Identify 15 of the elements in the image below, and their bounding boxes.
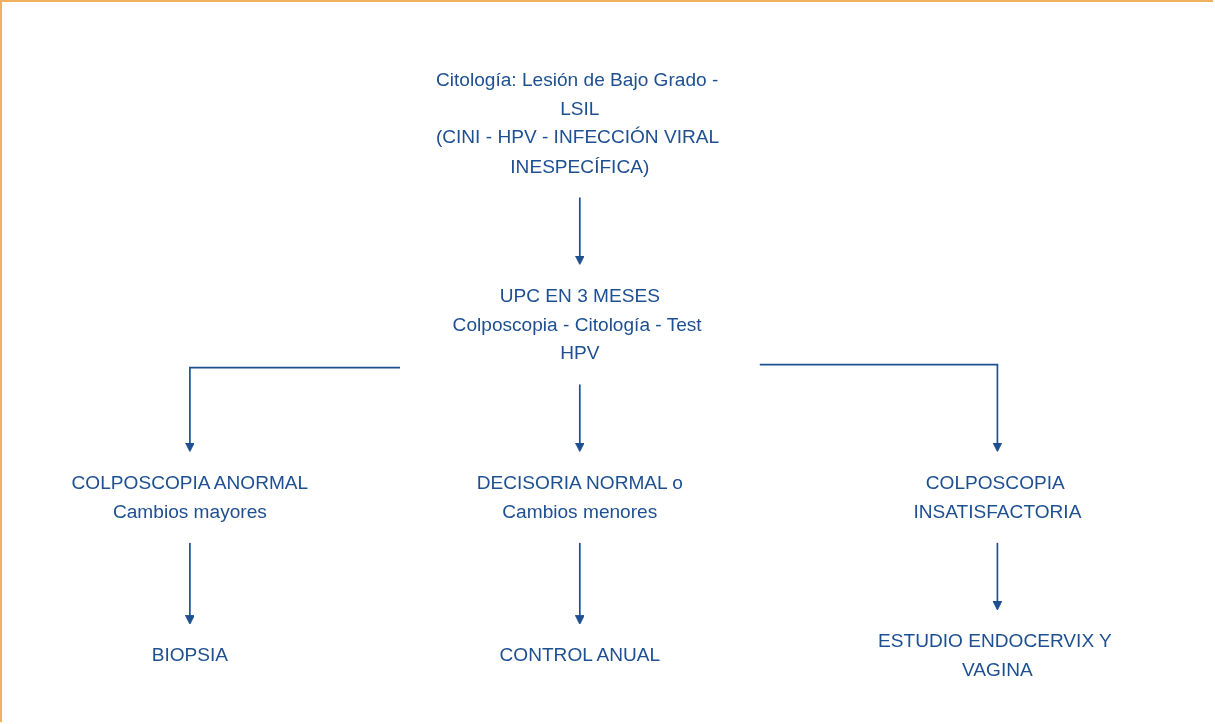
arrow	[574, 383, 585, 453]
arrow	[184, 366, 401, 453]
arrow	[992, 541, 1003, 611]
node-text: COLPOSCOPIA ANORMAL Cambios mayores	[71, 471, 309, 522]
node-text: ESTUDIO ENDOCERVIX Y VAGINA	[878, 630, 1112, 681]
arrow	[758, 363, 1003, 453]
arrow	[184, 541, 195, 625]
node-text: CONTROL ANUAL	[499, 644, 661, 666]
node-text: COLPOSCOPIA INSATISFACTORIA	[913, 471, 1082, 522]
node-text: BIOPSIA	[151, 644, 229, 666]
node-text: Citología: Lesión de Bajo Grado - LSIL (CINI - HPV - INFECCIÓN VIRAL INESPECÍFICA)	[435, 69, 719, 177]
arrow	[574, 196, 585, 266]
node-text: DECISORIA NORMAL o Cambios menores	[476, 471, 683, 522]
arrow	[574, 541, 585, 625]
node-text: UPC EN 3 MESES Colposcopia - Citología - Test HPV	[452, 284, 702, 364]
